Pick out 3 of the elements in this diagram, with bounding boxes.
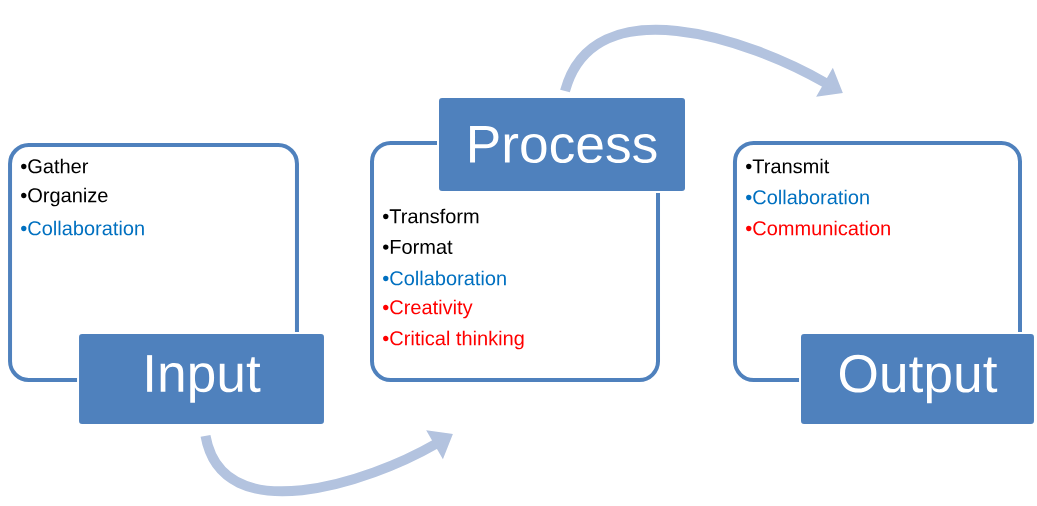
stage-label: Input [77,332,326,426]
stage-label: Output [799,332,1036,426]
stage-label: Process [437,96,687,193]
